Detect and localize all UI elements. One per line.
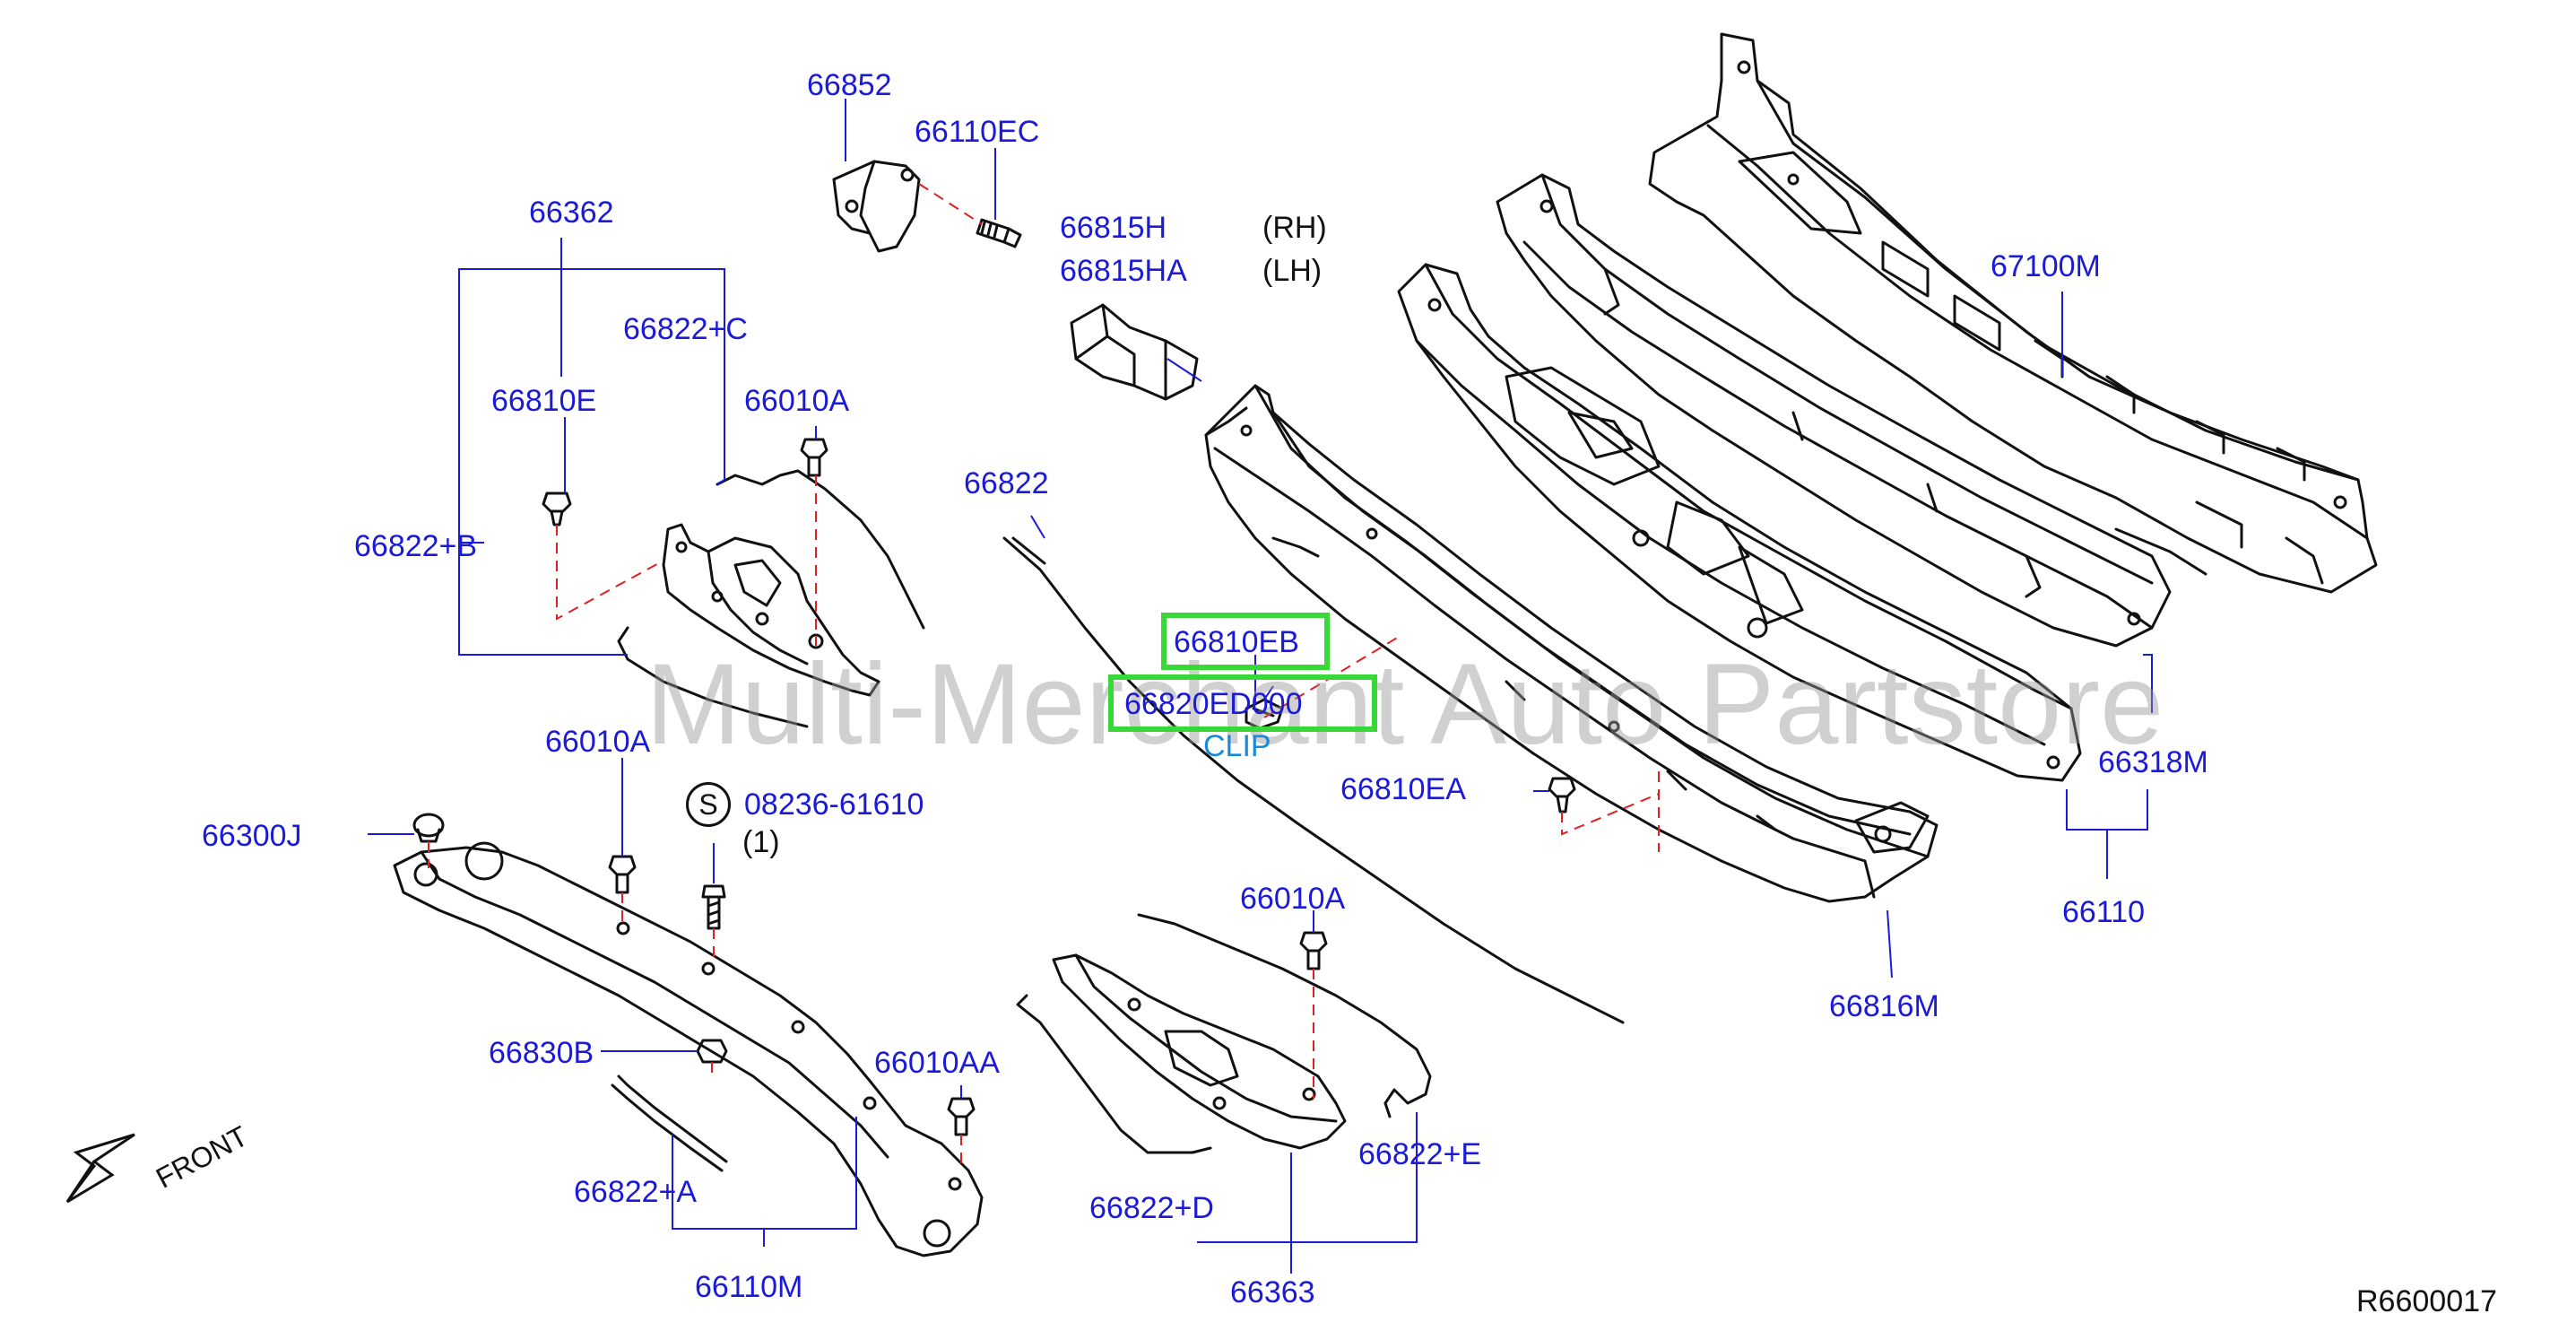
label-66810EA[interactable]: 66810EA [1340,772,1466,806]
label-66010A-bottom[interactable]: 66010A [1240,882,1346,916]
clip-66810E [542,492,572,526]
label-66810E[interactable]: 66810E [491,384,597,418]
seal-66822C [716,469,925,630]
leader-lines [368,99,2153,1274]
bracket-66852 [832,160,921,253]
label-66010AA[interactable]: 66010AA [874,1046,1000,1080]
label-66822-C[interactable]: 66822+C [623,312,748,346]
label-66362[interactable]: 66362 [529,196,614,230]
label-quantity: (1) [742,825,780,859]
label-66010A-top[interactable]: 66010A [744,384,850,418]
bolt-66010A-top [800,438,828,477]
bolt-66010A-bottom [1299,931,1328,970]
label-66810EB[interactable]: 66810EB [1174,625,1299,659]
cowl-top-66816M [1204,384,1939,903]
highlight-66810EB [1161,613,1330,670]
label-66318M[interactable]: 66318M [2098,745,2208,779]
front-arrow-icon [65,1133,135,1204]
bolt-66010A-mid [608,855,637,894]
label-lh: (LH) [1262,254,1323,288]
label-66300J[interactable]: 66300J [202,819,302,853]
dash-upper-panel-67100M [1648,32,2378,594]
bracket-66363 [1052,953,1347,1150]
label-66852[interactable]: 66852 [807,68,892,102]
insulator-66815H [1070,303,1199,401]
label-66363[interactable]: 66363 [1230,1275,1315,1309]
screw-08236-61610 [701,884,726,930]
dash-reinforcement-66110 [1397,263,2082,782]
diagram-reference-code: R6600017 [2356,1284,2497,1318]
label-66822[interactable]: 66822 [964,466,1049,500]
panel-66110M [393,841,984,1257]
label-67100M[interactable]: 67100M [1991,249,2101,283]
watermark: Multi-Merchant Auto Partstore [646,640,2164,769]
bracket-66362 [662,523,880,697]
standard-part-symbol: S [686,782,731,827]
label-rh: (RH) [1262,211,1327,245]
label-66815HA[interactable]: 66815HA [1060,254,1187,288]
seal-66822E [1137,913,1432,1118]
seal-66822A-edge [611,1083,724,1172]
seal-66822B [617,626,809,728]
label-66815H[interactable]: 66815H [1060,211,1167,245]
seal-66822D [1016,994,1212,1154]
label-66822-E[interactable]: 66822+E [1358,1137,1482,1171]
dash-brace-66318M [1496,173,2172,648]
label-66830B[interactable]: 66830B [489,1036,594,1070]
seal-66822-inner [1011,536,1046,565]
label-66110[interactable]: 66110 [2062,895,2146,929]
label-66110M[interactable]: 66110M [695,1270,803,1304]
label-66010A-mid[interactable]: 66010A [545,725,651,759]
plug-66300J [412,813,445,843]
clip-66810EA [1548,777,1576,813]
bolt-66010AA [947,1097,976,1136]
label-08236-61610[interactable]: 08236-61610 [744,787,924,822]
bolt-66110EC [976,218,1022,248]
label-66822-A[interactable]: 66822+A [574,1175,698,1209]
label-clip: CLIP [1203,729,1271,763]
label-66110EC[interactable]: 66110EC [915,115,1040,149]
label-66822-D[interactable]: 66822+D [1089,1191,1214,1225]
highlight-66820ED000 [1108,674,1377,732]
seal-66822A [617,1074,728,1163]
label-66816M[interactable]: 66816M [1829,989,1939,1023]
label-66820ED000[interactable]: 66820ED000 [1124,687,1303,721]
seal-66822 [1002,536,1625,1024]
label-66822-B[interactable]: 66822+B [354,529,478,563]
